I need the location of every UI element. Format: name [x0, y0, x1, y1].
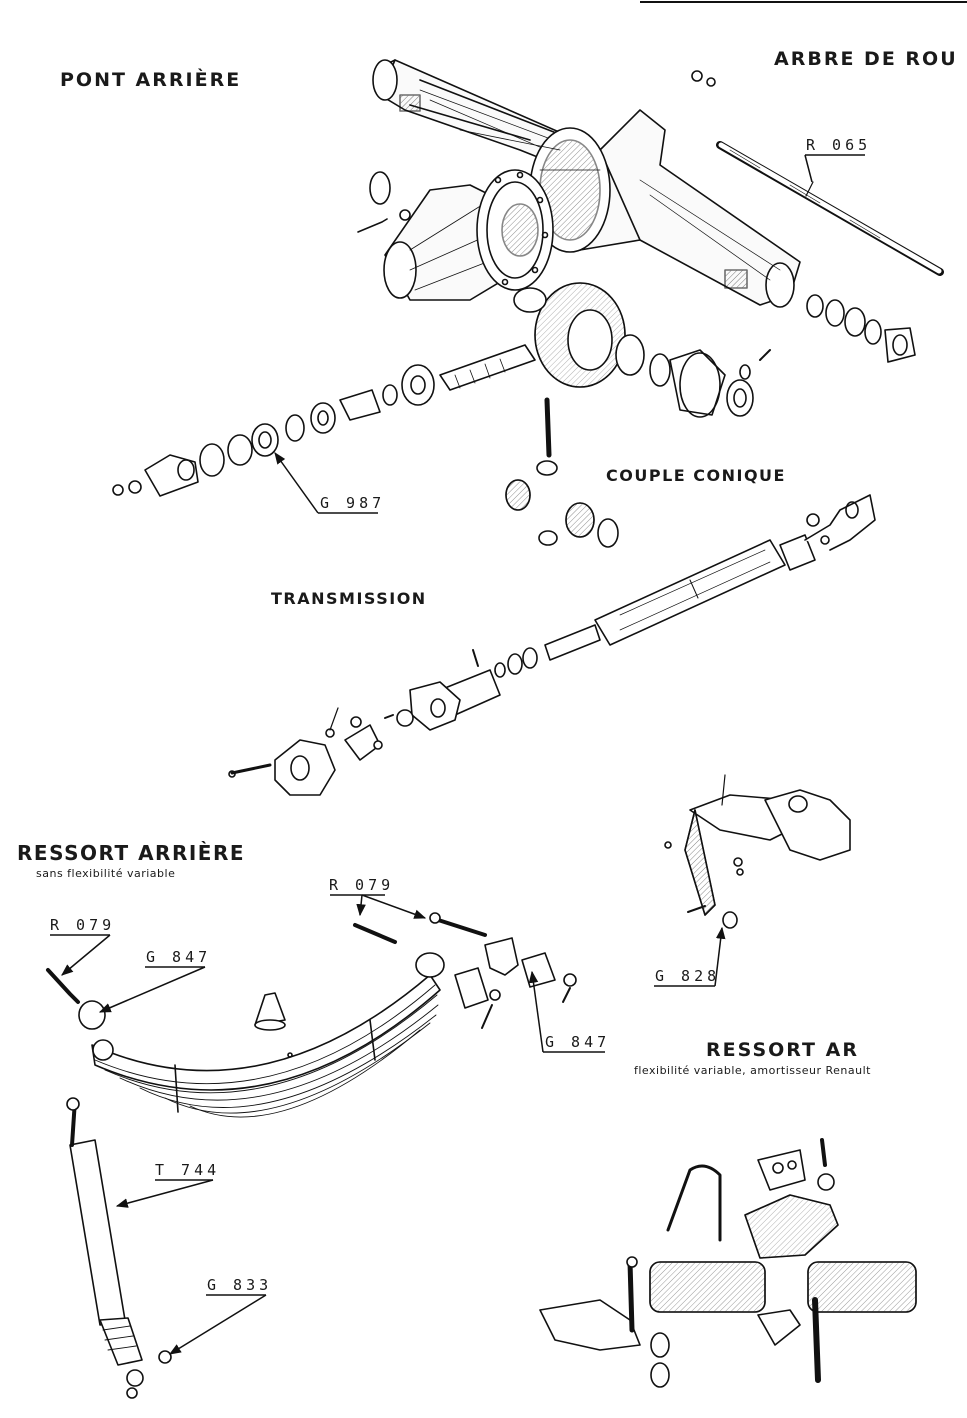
shackle-pins	[46, 912, 487, 1004]
section-title-pont-arriere: PONT ARRIÈRE	[60, 69, 242, 91]
nut	[399, 209, 411, 221]
part-ref-g833: G 833	[207, 1276, 273, 1294]
propeller-shaft	[544, 494, 876, 661]
section-title-ressort-arriere: RESSORT ARRIÈRE	[17, 841, 246, 865]
shock-absorber	[66, 1097, 172, 1399]
part-ref-g828: G 828	[655, 967, 721, 985]
part-ref-t744: T 744	[155, 1161, 221, 1179]
spring-bump-stop	[254, 992, 286, 1031]
satellite-gears	[505, 397, 619, 548]
hub-bearings	[806, 294, 916, 363]
differential-case	[615, 334, 771, 418]
spring-hanger-bracket	[664, 774, 851, 929]
bolt	[357, 218, 388, 233]
pinion-shaft	[112, 344, 536, 497]
leaf-spring	[91, 952, 445, 1118]
part-ref-r079-top: R 079	[329, 876, 395, 894]
small-washer	[706, 77, 716, 87]
part-ref-r065: R 065	[806, 136, 872, 154]
section-subtitle-ressort-arriere: sans flexibilité variable	[36, 867, 176, 880]
section-title-arbre-de-roue: ARBRE DE ROU	[774, 48, 958, 70]
part-ref-g987: G 987	[320, 494, 386, 512]
universal-joint	[325, 707, 414, 761]
reference-leaders	[50, 154, 865, 1355]
seal-ring	[369, 171, 391, 205]
variable-rate-spring-assembly	[539, 1138, 917, 1388]
section-title-couple-conique: COUPLE CONIQUE	[606, 466, 786, 485]
axle-shaft	[716, 141, 944, 276]
section-subtitle-ressort-ar: flexibilité variable, amortisseur Renaul…	[634, 1064, 871, 1077]
small-nut	[691, 70, 703, 82]
differential-carrier	[383, 169, 554, 301]
section-title-transmission: TRANSMISSION	[271, 589, 427, 608]
part-ref-g847-right: G 847	[545, 1033, 611, 1051]
gearbox-flange	[228, 739, 336, 796]
part-ref-r079-left: R 079	[50, 916, 116, 934]
part-ref-g847-left: G 847	[146, 948, 212, 966]
section-title-ressort-ar: RESSORT AR	[706, 1039, 859, 1061]
slip-joint	[409, 647, 538, 731]
crown-wheel	[513, 282, 626, 388]
